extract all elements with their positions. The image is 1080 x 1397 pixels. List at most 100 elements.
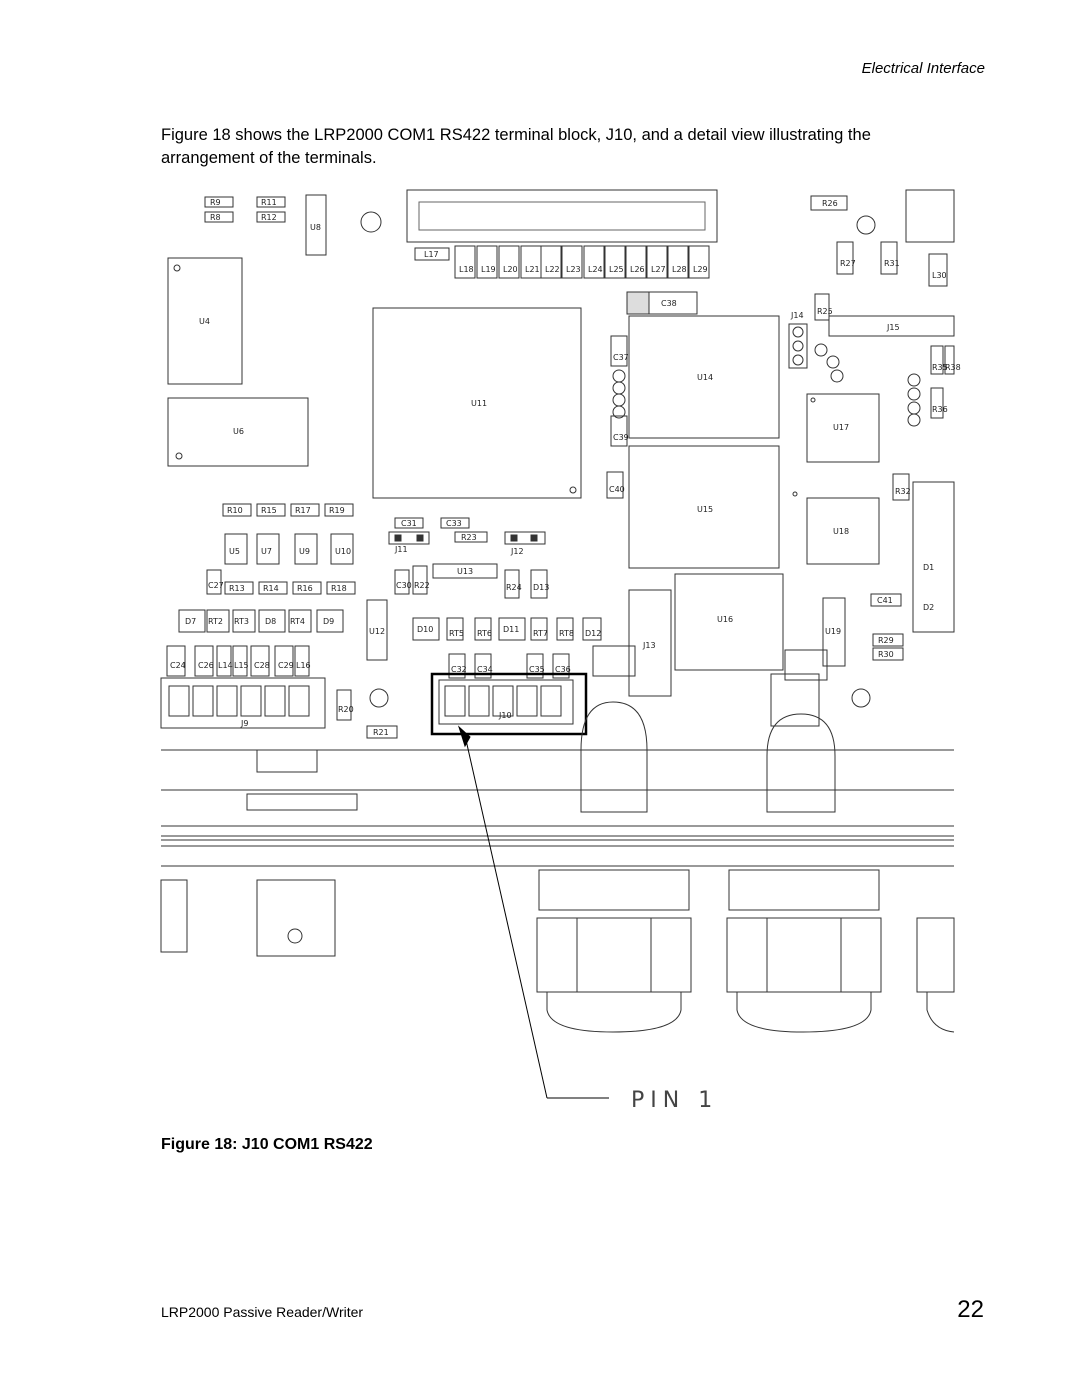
ic-u14: U14 bbox=[628, 315, 780, 439]
svg-text:R24: R24 bbox=[506, 583, 522, 592]
svg-text:U10: U10 bbox=[335, 547, 351, 556]
jumper-j11: J11 bbox=[388, 531, 430, 554]
component-row-left: C24 C26 L14 L15 C28 C29 L16 bbox=[166, 645, 311, 677]
svg-text:C27: C27 bbox=[208, 581, 224, 590]
svg-text:R15: R15 bbox=[261, 506, 277, 515]
resistor-r36: R36 bbox=[930, 387, 948, 419]
diode-rt-row-left: D7 RT2 RT3 D8 RT4 D9 bbox=[178, 609, 344, 633]
capacitors-c31-c33: C31 C33 bbox=[394, 517, 470, 529]
svg-text:C30: C30 bbox=[396, 581, 412, 590]
svg-text:U7: U7 bbox=[261, 547, 272, 556]
svg-text:RT5: RT5 bbox=[449, 629, 464, 638]
resistor-row-top: R10 R15 R17 R19 bbox=[222, 503, 354, 517]
svg-text:L16: L16 bbox=[296, 661, 311, 670]
capacitor-c40: C40 bbox=[606, 471, 625, 499]
mid-components: C30 R22 U13 R24 D13 bbox=[394, 563, 549, 599]
svg-text:C32: C32 bbox=[451, 665, 467, 674]
connector-j15: J15 bbox=[828, 315, 955, 337]
svg-text:R17: R17 bbox=[295, 506, 311, 515]
svg-text:R38: R38 bbox=[945, 363, 961, 372]
svg-text:R18: R18 bbox=[331, 584, 347, 593]
svg-text:U19: U19 bbox=[825, 627, 841, 636]
resistor-r8: R8 bbox=[204, 211, 234, 223]
resistor-r32: R32 bbox=[892, 473, 911, 501]
ic-u15: U15 bbox=[628, 445, 780, 569]
ic-u8: U8 bbox=[305, 194, 327, 256]
svg-text:U14: U14 bbox=[697, 373, 713, 382]
svg-text:C33: C33 bbox=[446, 519, 462, 528]
resistor-r26: R26 bbox=[810, 195, 848, 211]
svg-text:C34: C34 bbox=[477, 665, 493, 674]
svg-text:D10: D10 bbox=[417, 625, 433, 634]
resistor-r9: R9 bbox=[204, 196, 234, 208]
svg-text:D13: D13 bbox=[533, 583, 549, 592]
jumper-j14: J14 bbox=[788, 311, 808, 369]
bottom-left-port bbox=[160, 879, 336, 957]
jumper-j12: J12 bbox=[504, 531, 546, 556]
top-connector-right bbox=[905, 189, 955, 243]
svg-text:U17: U17 bbox=[833, 423, 849, 432]
capacitor-c39: C39 bbox=[610, 415, 629, 447]
svg-text:C38: C38 bbox=[661, 299, 677, 308]
svg-text:R14: R14 bbox=[263, 584, 279, 593]
svg-text:C41: C41 bbox=[877, 596, 893, 605]
svg-text:U12: U12 bbox=[369, 627, 385, 636]
inductor-l30: L30 bbox=[928, 253, 948, 287]
capacitor-c38: C38 bbox=[626, 291, 698, 315]
svg-text:U6: U6 bbox=[233, 427, 244, 436]
svg-text:C24: C24 bbox=[170, 661, 186, 670]
via-column bbox=[612, 369, 626, 419]
section-header: Electrical Interface bbox=[861, 60, 985, 77]
svg-text:U11: U11 bbox=[471, 399, 487, 408]
svg-text:L25: L25 bbox=[609, 265, 624, 274]
inductor-row: L18 L19 L20 L21 L22 L23 L24 L25 L26 L27 … bbox=[454, 245, 710, 279]
svg-text:L18: L18 bbox=[459, 265, 474, 274]
ic-u4: U4 bbox=[167, 257, 243, 385]
svg-text:R10: R10 bbox=[227, 506, 243, 515]
resistor-r38: R38 bbox=[944, 345, 961, 375]
svg-text:R13: R13 bbox=[229, 584, 245, 593]
resistor-r23: R23 bbox=[454, 531, 488, 543]
resistors-r29-r30: R29 R30 bbox=[872, 633, 904, 661]
mounting-hole bbox=[856, 215, 876, 235]
svg-text:J9: J9 bbox=[240, 719, 248, 728]
pcb-layout-figure: R9 R8 R11 R12 U8 L17 L18 L19 L20 L21 L22… bbox=[160, 189, 961, 1113]
svg-text:L29: L29 bbox=[693, 265, 708, 274]
svg-text:U15: U15 bbox=[697, 505, 713, 514]
mounting-hole bbox=[360, 211, 382, 233]
svg-text:C40: C40 bbox=[609, 485, 625, 494]
svg-text:R35: R35 bbox=[932, 363, 948, 372]
svg-text:R27: R27 bbox=[840, 259, 856, 268]
svg-text:R31: R31 bbox=[884, 259, 900, 268]
terminal-block-j9: J9 bbox=[160, 677, 326, 729]
connector-j13: J13 bbox=[628, 589, 672, 697]
ic-u16: U16 bbox=[674, 573, 784, 671]
svg-text:RT2: RT2 bbox=[208, 617, 223, 626]
svg-text:RT7: RT7 bbox=[533, 629, 548, 638]
svg-text:J12: J12 bbox=[510, 547, 524, 556]
svg-text:L30: L30 bbox=[932, 271, 947, 280]
svg-text:L26: L26 bbox=[630, 265, 645, 274]
page-number: 22 bbox=[957, 1296, 984, 1323]
resistor-r12: R12 bbox=[256, 211, 286, 223]
ic-u12: U12 bbox=[366, 599, 388, 661]
svg-text:R12: R12 bbox=[261, 213, 277, 222]
svg-text:C28: C28 bbox=[254, 661, 270, 670]
svg-text:D2: D2 bbox=[923, 603, 934, 612]
ic-u11: U11 bbox=[372, 307, 582, 499]
capacitor-c41: C41 bbox=[870, 593, 902, 607]
svg-text:R26: R26 bbox=[822, 199, 838, 208]
mounting-hole bbox=[851, 688, 871, 708]
svg-text:R20: R20 bbox=[338, 705, 354, 714]
svg-text:RT6: RT6 bbox=[477, 629, 492, 638]
pin1-label: PIN 1 bbox=[631, 1088, 718, 1113]
svg-text:U5: U5 bbox=[229, 547, 240, 556]
svg-text:C39: C39 bbox=[613, 433, 629, 442]
ic-u19: U19 bbox=[822, 597, 846, 667]
capacitor-c27: C27 bbox=[206, 569, 224, 595]
svg-text:D7: D7 bbox=[185, 617, 196, 626]
footer-doc-title: LRP2000 Passive Reader/Writer bbox=[161, 1304, 364, 1320]
ic-row-u5-u10: U5 U7 U9 U10 bbox=[224, 533, 354, 565]
svg-text:L19: L19 bbox=[481, 265, 496, 274]
svg-text:J11: J11 bbox=[394, 545, 408, 554]
